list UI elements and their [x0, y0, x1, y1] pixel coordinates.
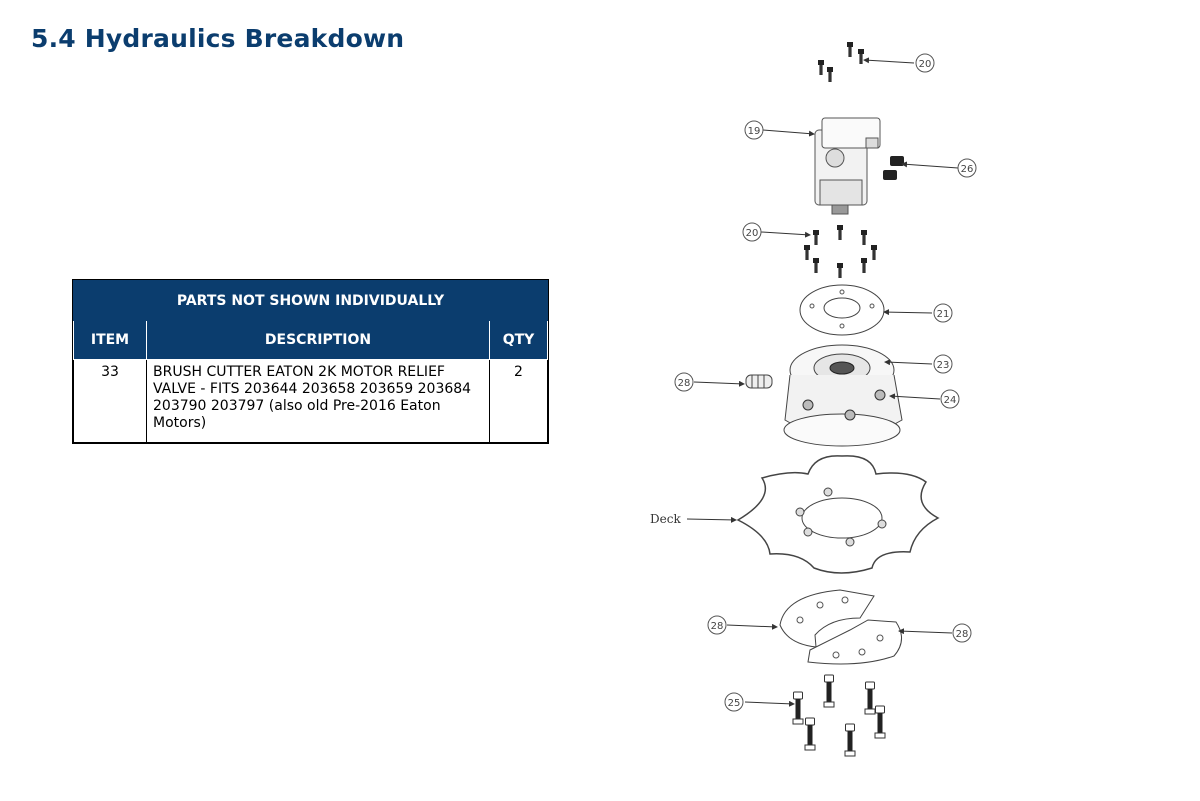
deck-label: Deck — [650, 512, 681, 526]
svg-text:28: 28 — [711, 621, 724, 632]
svg-text:19: 19 — [748, 126, 761, 137]
svg-text:21: 21 — [937, 309, 950, 320]
callout-24: 24 — [940, 389, 960, 409]
row-description: BRUSH CUTTER EATON 2K MOTOR RELIEF VALVE… — [146, 359, 490, 443]
row-item: 33 — [73, 359, 147, 443]
hydraulic-fittings — [883, 156, 904, 180]
socket-bolts-mid — [804, 225, 877, 278]
svg-text:23: 23 — [937, 360, 950, 371]
callout-19: 19 — [744, 120, 764, 140]
callout-20-mid: 20 — [742, 222, 762, 242]
header-item: ITEM — [73, 320, 147, 360]
svg-text:28: 28 — [678, 378, 691, 389]
callout-25: 25 — [724, 692, 744, 712]
svg-text:26: 26 — [961, 164, 974, 175]
table-row: 33 BRUSH CUTTER EATON 2K MOTOR RELIEF VA… — [73, 359, 548, 443]
callout-28-spring: 28 — [674, 372, 694, 392]
page-title: 5.4 Hydraulics Breakdown — [31, 24, 405, 53]
callout-21: 21 — [933, 303, 953, 323]
svg-text:20: 20 — [746, 228, 759, 239]
callout-26: 26 — [957, 158, 977, 178]
parts-table-caption: PARTS NOT SHOWN INDIVIDUALLY — [73, 280, 548, 321]
socket-bolts-top — [818, 42, 864, 82]
exploded-parts-diagram: 20 19 26 20 21 23 28 24 28 28 25 Deck — [650, 42, 977, 757]
callout-28-right: 28 — [952, 623, 972, 643]
callout-28-left: 28 — [707, 615, 727, 635]
parts-table: PARTS NOT SHOWN INDIVIDUALLY ITEM DESCRI… — [72, 279, 549, 444]
svg-text:28: 28 — [956, 629, 969, 640]
deck-plate — [736, 455, 940, 574]
hydraulic-motor — [814, 117, 881, 215]
svg-text:25: 25 — [728, 698, 741, 709]
row-qty: 2 — [489, 359, 548, 443]
callout-23: 23 — [933, 354, 953, 374]
adapter-plate — [799, 284, 885, 336]
header-qty: QTY — [489, 320, 548, 360]
svg-text:24: 24 — [944, 395, 957, 406]
callout-20-top: 20 — [915, 53, 935, 73]
split-clamp-plates — [779, 589, 902, 665]
hex-bolts-bottom — [792, 674, 886, 757]
spindle-hub — [783, 344, 903, 447]
relief-spring — [745, 374, 773, 389]
svg-text:20: 20 — [919, 59, 932, 70]
header-description: DESCRIPTION — [146, 320, 490, 360]
